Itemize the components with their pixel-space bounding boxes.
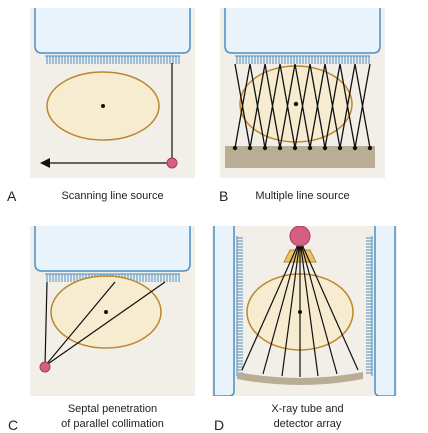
- line-source: [166, 157, 178, 169]
- panel-a-caption: Scanning line source: [30, 189, 195, 204]
- source-bed: [225, 146, 375, 168]
- panel-a-diagram: [30, 8, 195, 178]
- parallel-collimator: [235, 55, 370, 64]
- left-detector-head: [213, 226, 243, 396]
- panel-b-letter: B: [219, 188, 229, 204]
- object-center-dot: [293, 101, 299, 107]
- fan-beam-rays: [241, 239, 359, 377]
- panel-a: [30, 8, 195, 178]
- panel-c-caption-line-1: Septal penetration: [67, 403, 158, 415]
- panel-b-caption: Multiple line source: [220, 189, 385, 204]
- parallel-collimator: [45, 55, 180, 64]
- panel-a-letter: A: [7, 188, 17, 204]
- panel-d-caption: X-ray tube and detector array: [225, 402, 390, 432]
- panel-c-diagram: [30, 226, 195, 396]
- detector-head: [34, 226, 191, 272]
- panel-d: [212, 226, 397, 396]
- x-ray-tube: [289, 226, 311, 247]
- detector-array: [237, 372, 363, 385]
- object-center-dot: [104, 310, 108, 314]
- panel-d-caption-line-2: detector array: [273, 418, 342, 430]
- panel-a-caption-line-1: Scanning line source: [61, 190, 164, 202]
- object-center-dot: [298, 310, 302, 314]
- panel-d-caption-line-1: X-ray tube and: [271, 403, 344, 415]
- detector-head: [224, 8, 381, 54]
- panel-b-diagram: [220, 8, 385, 178]
- panel-c-caption: Septal penetration of parallel collimati…: [30, 402, 195, 432]
- panel-c-caption-line-2: of parallel collimation: [61, 418, 164, 430]
- crossing-rays: [234, 63, 371, 149]
- point-source: [39, 361, 51, 373]
- panel-c: [30, 226, 195, 396]
- panel-b-caption-line-1: Multiple line source: [255, 190, 350, 202]
- panel-b: [220, 8, 385, 178]
- object-center-dot: [101, 104, 105, 108]
- panel-d-diagram: [212, 226, 397, 396]
- line-sources: [232, 145, 373, 151]
- panel-c-letter: C: [8, 417, 19, 433]
- scan-direction-arrowhead: [40, 158, 50, 168]
- detector-head: [34, 8, 191, 54]
- panel-d-letter: D: [214, 417, 225, 433]
- septal-penetration-rays: [44, 281, 166, 367]
